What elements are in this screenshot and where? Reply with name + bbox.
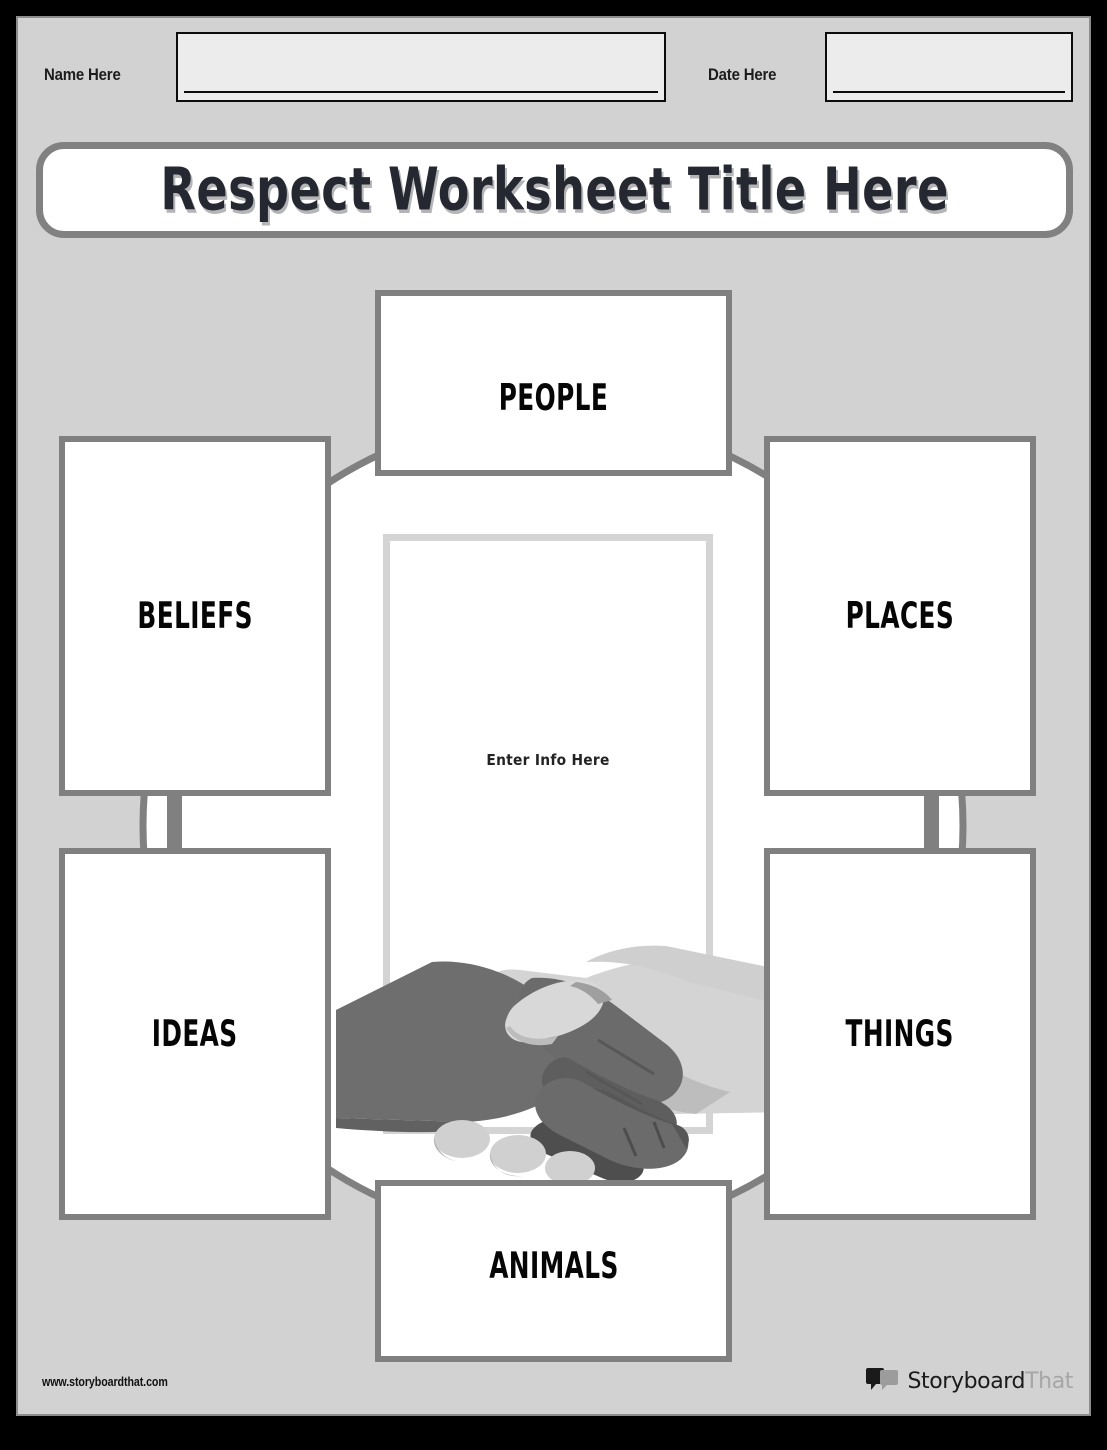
brand-name: Storyboard (907, 1368, 1026, 1394)
date-field-label: Date Here (708, 65, 777, 84)
date-input[interactable] (825, 32, 1073, 102)
category-label-beliefs: BELIEFS (137, 594, 253, 638)
center-info-label: Enter Info Here (486, 751, 610, 769)
center-info-box[interactable]: Enter Info Here (383, 534, 713, 1134)
connector-right (924, 790, 939, 854)
category-box-ideas[interactable]: IDEAS (59, 848, 331, 1220)
category-box-people[interactable]: PEOPLE (375, 290, 732, 476)
respect-diagram: Enter Info Here (18, 250, 1089, 1370)
connector-left (167, 790, 182, 854)
category-box-places[interactable]: PLACES (764, 436, 1036, 796)
category-label-people: PEOPLE (498, 377, 609, 420)
header-row: Name Here Date Here (18, 18, 1089, 128)
name-field-label: Name Here (44, 65, 121, 84)
category-label-places: PLACES (845, 594, 955, 638)
worksheet-title-banner[interactable]: Respect Worksheet Title Here (36, 142, 1073, 238)
worksheet-page: Name Here Date Here Respect Worksheet Ti… (16, 16, 1091, 1416)
category-box-things[interactable]: THINGS (764, 848, 1036, 1220)
worksheet-title: Respect Worksheet Title Here (160, 155, 949, 225)
name-input[interactable] (176, 32, 666, 102)
category-box-animals[interactable]: ANIMALS (375, 1180, 732, 1362)
category-label-animals: ANIMALS (488, 1245, 619, 1288)
category-box-beliefs[interactable]: BELIEFS (59, 436, 331, 796)
category-label-things: THINGS (845, 1012, 955, 1056)
brand-suffix: That (1025, 1368, 1073, 1394)
category-label-ideas: IDEAS (152, 1012, 238, 1056)
footer-url[interactable]: www.storyboardthat.com (42, 1374, 168, 1389)
speech-bubbles-icon (866, 1368, 899, 1390)
